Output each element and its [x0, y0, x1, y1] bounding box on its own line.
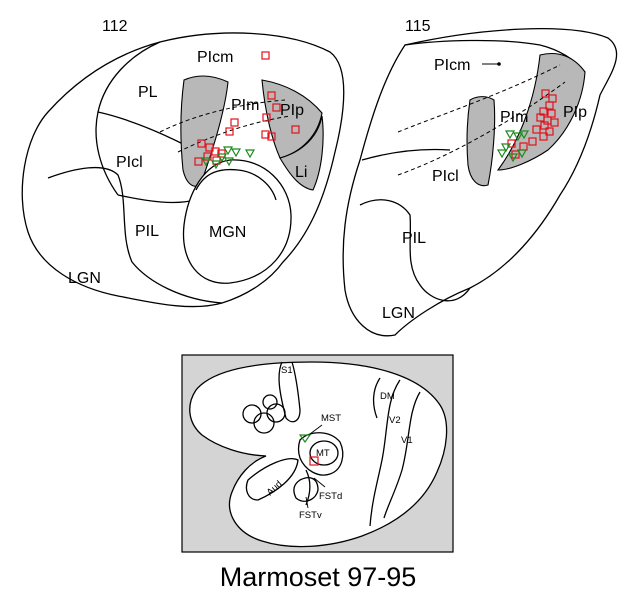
label-marker-triangle: [244, 149, 256, 159]
label-mt: MT: [316, 448, 330, 459]
label-marker-square: [545, 101, 554, 110]
label-marker-triangle: [222, 146, 234, 156]
label-marker-square: [197, 139, 206, 148]
dashed-tract: [397, 64, 566, 176]
label-plcm: PIcm: [197, 49, 233, 66]
fst-divider: [305, 469, 311, 506]
section-115: 115 PIcm PIm PIp PIcl PIL LGN: [342, 18, 618, 337]
mst-pointer: [309, 424, 323, 435]
label-marker-square: [267, 91, 276, 100]
fstd-pointer: [313, 477, 326, 488]
section-number: 115: [405, 18, 431, 35]
dm-boundary: [372, 377, 381, 419]
s1-outline: [278, 361, 301, 423]
label-lgn: LGN: [68, 270, 101, 287]
s1-lobule: [262, 394, 278, 410]
label-plp: PIp: [280, 102, 304, 119]
label-marker-square: [291, 125, 300, 134]
s1-lobule: [266, 403, 286, 423]
label-marker-triangle: [496, 149, 508, 159]
label-mst: MST: [321, 413, 341, 424]
label-marker-triangle: [210, 160, 222, 170]
label-dm: DM: [380, 391, 395, 402]
label-marker-square: [539, 132, 548, 141]
label-marker-triangle: [223, 157, 235, 167]
label-marker-square: [267, 132, 276, 141]
label-marker-square: [194, 157, 203, 166]
label-plcl: PIcl: [116, 154, 143, 171]
section-number: 112: [102, 18, 128, 35]
label-marker-triangle: [504, 130, 516, 140]
label-marker-square: [272, 103, 281, 112]
label-plcl: PIcl: [432, 168, 459, 185]
plcl-boundary: [361, 148, 451, 161]
label-fstd: FSTd: [319, 491, 342, 502]
pil-boundary: [117, 194, 196, 204]
li-region: [279, 115, 324, 191]
label-v2: V2: [389, 415, 401, 426]
label-marker-square: [540, 121, 549, 130]
label-pil: PIL: [135, 223, 159, 240]
label-marker-triangle: [516, 149, 528, 159]
label-marker-triangle: [216, 153, 228, 163]
brain-outline: [342, 28, 618, 337]
section-112: 112 PIcm PL PIm PIp PIcl Li PIL MGN LGN: [21, 18, 345, 308]
mt-outline: [309, 440, 339, 466]
v2-boundary: [369, 379, 401, 527]
label-marker-triangle: [518, 130, 530, 140]
label-fstv: FSTv: [299, 510, 322, 521]
label-marker-square: [261, 130, 270, 139]
mgn-inner-arc: [195, 168, 277, 201]
label-marker-square: [230, 118, 239, 127]
label-marker-triangle: [512, 132, 524, 142]
label-marker-square: [225, 127, 234, 136]
label-marker-triangle: [507, 153, 519, 163]
label-marker-square: [211, 147, 220, 156]
label-marker-square: [309, 456, 319, 466]
label-marker-square: [541, 89, 550, 98]
plp-region-right: [261, 79, 323, 159]
lgn-outline: [359, 199, 471, 302]
fstv-pointer: [305, 496, 309, 509]
label-li: Li: [295, 164, 307, 181]
mgn-outline: [182, 159, 292, 284]
label-plm: PIm: [231, 97, 259, 114]
label-marker-square: [203, 152, 212, 161]
mst-outline: [297, 432, 344, 476]
label-s1: S1: [281, 365, 293, 376]
s1-lobule: [253, 412, 275, 434]
pl-boundary: [97, 111, 186, 146]
plcm-pointer-dot: [497, 62, 501, 66]
label-v1: V1: [401, 435, 413, 446]
label-marker-triangle: [230, 148, 242, 158]
label-marker-square: [262, 113, 271, 122]
label-marker-triangle: [500, 143, 512, 153]
fst-outline: [293, 477, 319, 502]
label-pil: PIL: [402, 230, 426, 247]
label-plp: PIp: [563, 104, 587, 121]
label-marker-square: [550, 118, 559, 127]
label-marker-square: [528, 137, 537, 146]
lgn-outline: [47, 166, 223, 304]
cortex-map: S1 DM MST V2 V1 MT Aud FSTd FSTv: [181, 354, 454, 553]
aud-outline: [245, 458, 299, 501]
dashed-tract: [159, 99, 291, 153]
label-pl: PL: [138, 84, 158, 101]
label-marker-triangle: [200, 157, 212, 167]
label-marker-square: [261, 51, 270, 60]
label-marker-triangle: [298, 434, 312, 444]
pulvinar-border: [95, 41, 161, 196]
label-marker-square: [545, 127, 554, 136]
label-lgn: LGN: [382, 305, 415, 322]
plp-region-left: [466, 96, 496, 187]
label-plcm: PIcm: [434, 57, 470, 74]
figure-caption: Marmoset 97-95: [220, 562, 417, 592]
label-marker-square: [532, 125, 541, 134]
v1-boundary: [383, 391, 421, 519]
label-mgn: MGN: [209, 224, 246, 241]
cortex-outline: [189, 361, 448, 548]
label-plm: PIm: [500, 109, 528, 126]
